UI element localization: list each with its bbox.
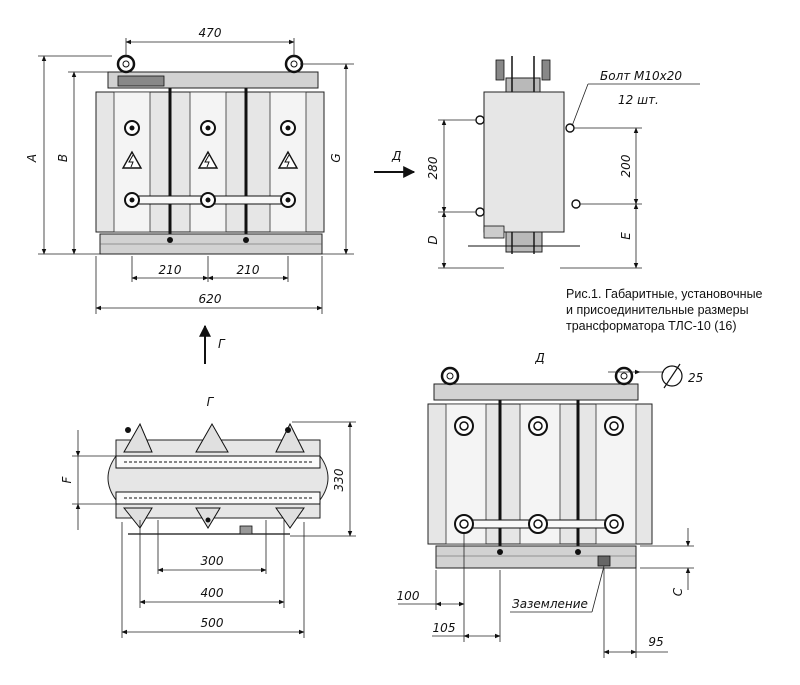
dim-470: 470 [199,26,222,40]
view-d-base-frame [435,545,637,569]
view-arrow-g-label: Г [218,337,226,351]
bolt-label: Болт М10х20 [600,69,682,83]
dim-g: G [329,153,343,162]
dim-95: 95 [648,635,663,649]
dim-620: 620 [199,292,222,306]
view-d-terminals-top [454,416,624,436]
dim-e: E [619,232,633,240]
view-arrow-g: Г [199,324,226,364]
dim-f: F [60,475,74,483]
dim-300: 300 [201,554,224,568]
bolt-qty: 12 шт. [618,93,659,107]
side-view: Болт М10х20 12 шт. Д 280 D 200 E [374,56,700,269]
dim-500: 500 [201,616,224,630]
view-arrow-d-label: Д [391,149,401,163]
view-d-top-beam [433,383,639,401]
dim-b: B [56,154,70,162]
view-d-terminals-bottom [454,514,624,534]
ground-label: Заземление [512,597,588,611]
top-view-g: Г F 330 300 [60,395,356,638]
diameter-symbol-icon [661,365,683,387]
side-body [483,91,565,233]
dim-210-right: 210 [237,263,260,277]
dim-200: 200 [619,154,633,177]
dim-400: 400 [201,586,224,600]
dim-diameter-25: 25 [688,371,703,385]
high-voltage-warning-icon [121,150,299,169]
dim-105: 105 [433,621,456,635]
ground-terminal-icon [597,555,611,567]
view-d: Д [397,351,703,658]
dim-a: A [25,154,39,163]
view-d-title: Д [534,351,544,365]
front-view: 470 A B G 210 210 620 [25,26,354,314]
figure-caption: Рис.1. Габаритные, установочные и присое… [566,287,763,333]
caption-line-3: трансформатора ТЛС-10 (16) [566,319,737,333]
dim-100: 100 [397,589,420,603]
hv-terminals-top [124,120,296,136]
dim-d: D [426,235,440,244]
dim-c: C [671,587,685,596]
dim-330: 330 [332,468,346,491]
terminal-block [117,75,165,87]
caption-line-2: и присоединительные размеры [566,303,749,317]
top-view-title: Г [207,395,215,409]
dim-280: 280 [426,156,440,179]
caption-line-1: Рис.1. Габаритные, установочные [566,287,763,301]
lv-terminals-bottom [124,192,296,208]
dim-210-left: 210 [159,263,182,277]
